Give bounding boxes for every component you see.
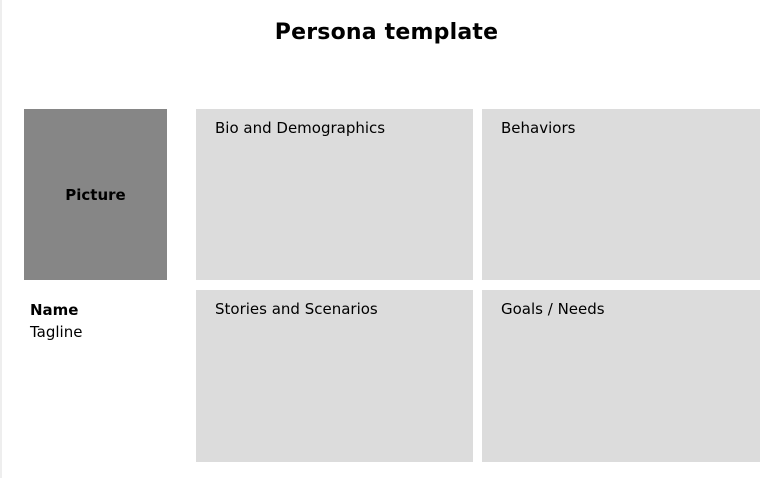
page-left-border <box>0 0 2 478</box>
picture-label: Picture <box>65 185 126 204</box>
persona-tagline-label: Tagline <box>30 323 83 341</box>
bio-demographics-title: Bio and Demographics <box>215 119 386 137</box>
stories-scenarios-panel: Stories and Scenarios <box>196 290 473 462</box>
stories-scenarios-title: Stories and Scenarios <box>215 300 378 318</box>
bio-demographics-panel: Bio and Demographics <box>196 109 473 280</box>
goals-needs-title: Goals / Needs <box>501 300 605 318</box>
page-title: Persona template <box>274 20 499 45</box>
picture-placeholder: Picture <box>24 109 167 280</box>
goals-needs-panel: Goals / Needs <box>482 290 760 462</box>
behaviors-panel: Behaviors <box>482 109 760 280</box>
behaviors-title: Behaviors <box>501 119 576 137</box>
persona-name-label: Name <box>30 301 79 319</box>
